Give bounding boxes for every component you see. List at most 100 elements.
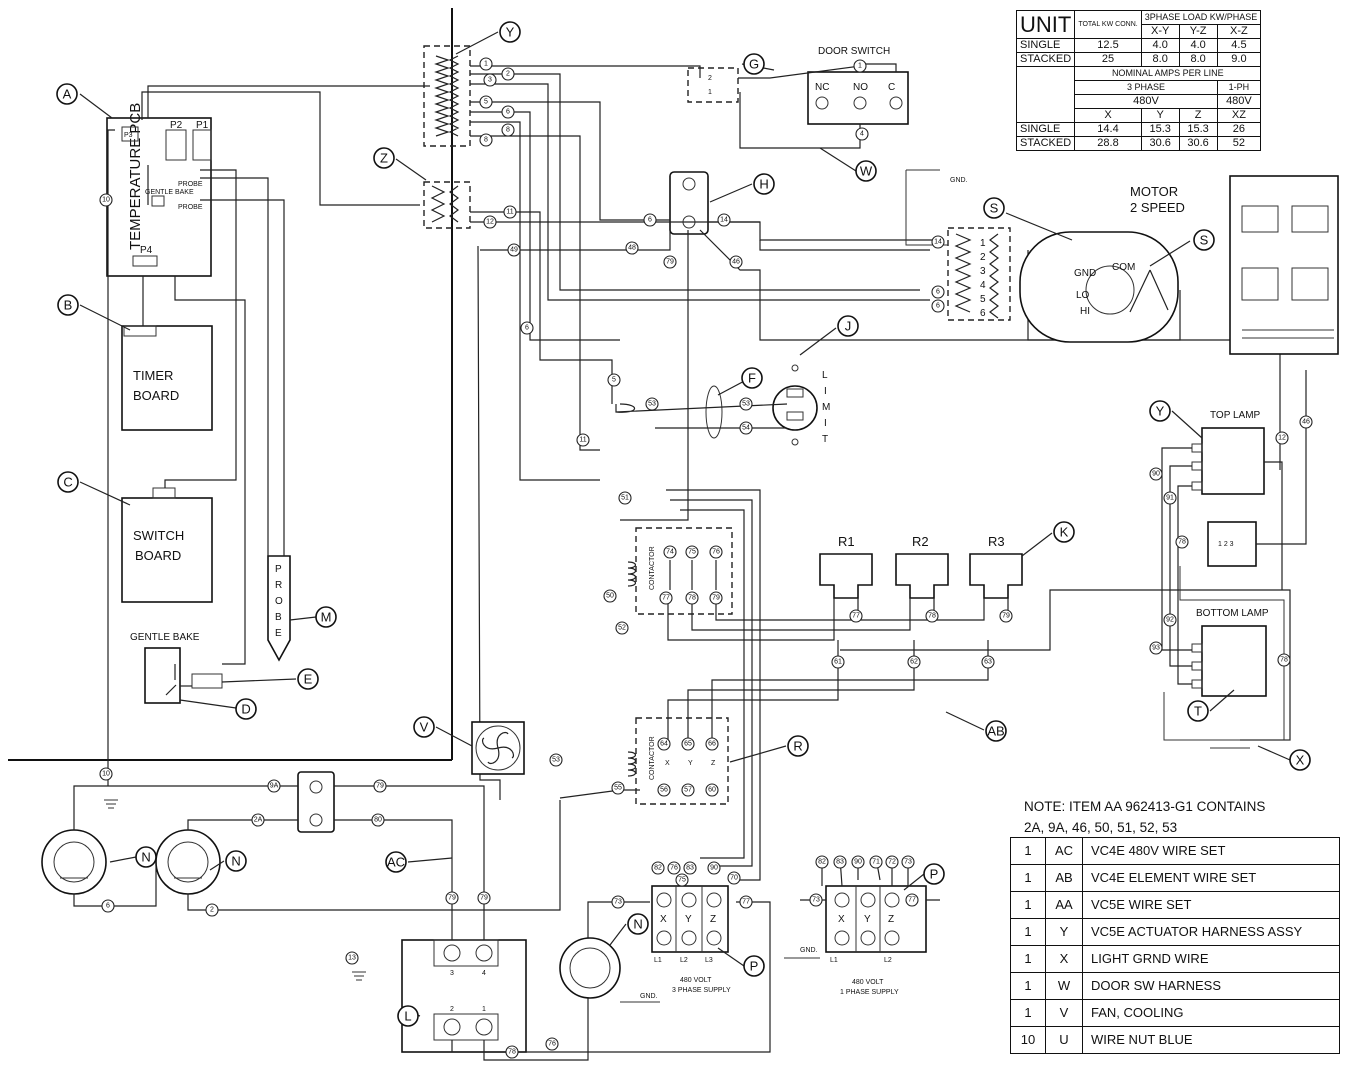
- svg-text:60: 60: [708, 787, 716, 794]
- parts-qty: 1: [1010, 837, 1046, 865]
- wire-num: 1: [479, 57, 493, 71]
- door-term-1: 1: [708, 89, 712, 96]
- wire-num: 76: [709, 545, 723, 559]
- svg-text:73: 73: [812, 897, 820, 904]
- callout-j: J: [837, 315, 859, 337]
- svg-text:78: 78: [508, 1049, 516, 1056]
- wire-num: 79: [445, 891, 459, 905]
- svg-text:76: 76: [712, 549, 720, 556]
- parts-item: Y: [1045, 918, 1083, 946]
- callout-s-2: S: [1193, 229, 1215, 251]
- svg-text:1: 1: [858, 63, 862, 70]
- callout-a: A: [56, 83, 78, 105]
- svg-text:46: 46: [732, 259, 740, 266]
- parts-item: AA: [1045, 891, 1083, 919]
- callout-y-1: Y: [499, 21, 521, 43]
- svg-text:66: 66: [708, 741, 716, 748]
- parts-list: 1 AC VC4E 480V WIRE SET 1 AB VC4E ELEMEN…: [1010, 837, 1340, 1054]
- no-label: NO: [853, 82, 868, 93]
- motor-gnd-sym: GND.: [950, 177, 968, 184]
- supply1-z: Z: [888, 914, 894, 925]
- note: NOTE: ITEM AA 962413-G1 CONTAINS 2A, 9A,…: [1024, 796, 1265, 838]
- ground-symbols: GND. GND.: [104, 747, 1250, 1003]
- unit-table: UNIT TOTAL KW CONN. 3PHASE LOAD KW/PHASE…: [1015, 10, 1262, 151]
- unit-table-cell: 26: [1216, 122, 1262, 137]
- svg-text:80: 80: [374, 817, 382, 824]
- wire-num: 9A: [267, 779, 281, 793]
- wire-num: 77: [849, 609, 863, 623]
- wire-num: 6: [520, 321, 534, 335]
- p4-label: P4: [140, 245, 153, 256]
- svg-text:75: 75: [688, 549, 696, 556]
- contactor-upper: CONTACTOR: [627, 527, 733, 615]
- svg-text:79: 79: [712, 595, 720, 602]
- parts-item: X: [1045, 945, 1083, 973]
- wire-num: 79: [999, 609, 1013, 623]
- parts-row: 1 AC VC4E 480V WIRE SET: [1010, 837, 1340, 865]
- unit-table-cell: 4.5: [1216, 38, 1262, 53]
- parts-desc: VC5E WIRE SET: [1082, 891, 1340, 919]
- svg-text:61: 61: [834, 659, 842, 666]
- wire-num: 6: [101, 899, 115, 913]
- callout-f: F: [741, 367, 763, 389]
- svg-text:H: H: [759, 177, 768, 192]
- svg-text:78: 78: [1178, 539, 1186, 546]
- unit-table-cell: 4.0: [1178, 38, 1218, 53]
- callout-v: V: [413, 716, 435, 738]
- wire-num: 1: [853, 59, 867, 73]
- svg-text:F: F: [748, 371, 756, 386]
- svg-text:78: 78: [688, 595, 696, 602]
- svg-text:91: 91: [1166, 495, 1174, 502]
- wire-num: 79: [709, 591, 723, 605]
- parts-qty: 1: [1010, 972, 1046, 1000]
- parts-item: U: [1045, 1026, 1083, 1054]
- wire-num: 11: [503, 205, 517, 219]
- svg-text:AC: AC: [387, 855, 405, 870]
- svg-text:T: T: [1194, 704, 1202, 719]
- svg-text:53: 53: [648, 401, 656, 408]
- wire-num: 5: [479, 95, 493, 109]
- phase-col: X-Y: [1140, 24, 1180, 39]
- parts-item: AB: [1045, 864, 1083, 892]
- contactor-z: Z: [711, 760, 716, 767]
- limit-letter-5: T: [822, 434, 828, 445]
- door-switch-label: DOOR SWITCH: [818, 46, 890, 57]
- wire-num: 60: [705, 783, 719, 797]
- amps-col: Z: [1178, 108, 1218, 123]
- supply3-line1: 480 VOLT: [680, 977, 712, 984]
- unit-table-title: UNIT: [1015, 10, 1076, 39]
- callout-n-3: N: [627, 913, 649, 935]
- parts-desc: VC4E 480V WIRE SET: [1082, 837, 1340, 865]
- wire-num: 48: [625, 241, 639, 255]
- pcb-probe-label-1: PROBE: [178, 181, 203, 188]
- wire-num: 6: [501, 105, 515, 119]
- svg-text:90: 90: [710, 865, 718, 872]
- motor-label-1: MOTOR: [1130, 184, 1178, 199]
- svg-text:X: X: [1296, 753, 1305, 768]
- probe-letter-3: O: [275, 596, 283, 607]
- unit-table-cell: 9.0: [1216, 52, 1262, 67]
- wire-num: 79: [663, 255, 677, 269]
- pcb-gentle-bake-label: GENTLE BAKE: [145, 189, 194, 196]
- wire-num: 66: [705, 737, 719, 751]
- svg-text:77: 77: [908, 897, 916, 904]
- supply1-x: X: [838, 914, 845, 925]
- svg-text:6: 6: [936, 303, 940, 310]
- unit-table-cell: SINGLE: [1015, 38, 1076, 53]
- supply3-line2: 3 PHASE SUPPLY: [672, 987, 731, 994]
- svg-text:93: 93: [1152, 645, 1160, 652]
- motor-term-6: 6: [980, 308, 986, 319]
- l-term-1: 1: [482, 1006, 486, 1013]
- pcb-wires: [107, 85, 430, 760]
- svg-text:79: 79: [376, 783, 384, 790]
- wire-num: 74: [663, 545, 677, 559]
- svg-text:10: 10: [102, 197, 110, 204]
- svg-text:53: 53: [742, 401, 750, 408]
- terminal-block-l: 3 4 2 1: [401, 901, 771, 1061]
- pcb-probe-label-2: PROBE: [178, 204, 203, 211]
- wire-num: 46: [729, 255, 743, 269]
- svg-text:76: 76: [670, 865, 678, 872]
- lamp-plug-label: 1 2 3: [1218, 541, 1234, 548]
- wire-num: 75: [675, 873, 689, 887]
